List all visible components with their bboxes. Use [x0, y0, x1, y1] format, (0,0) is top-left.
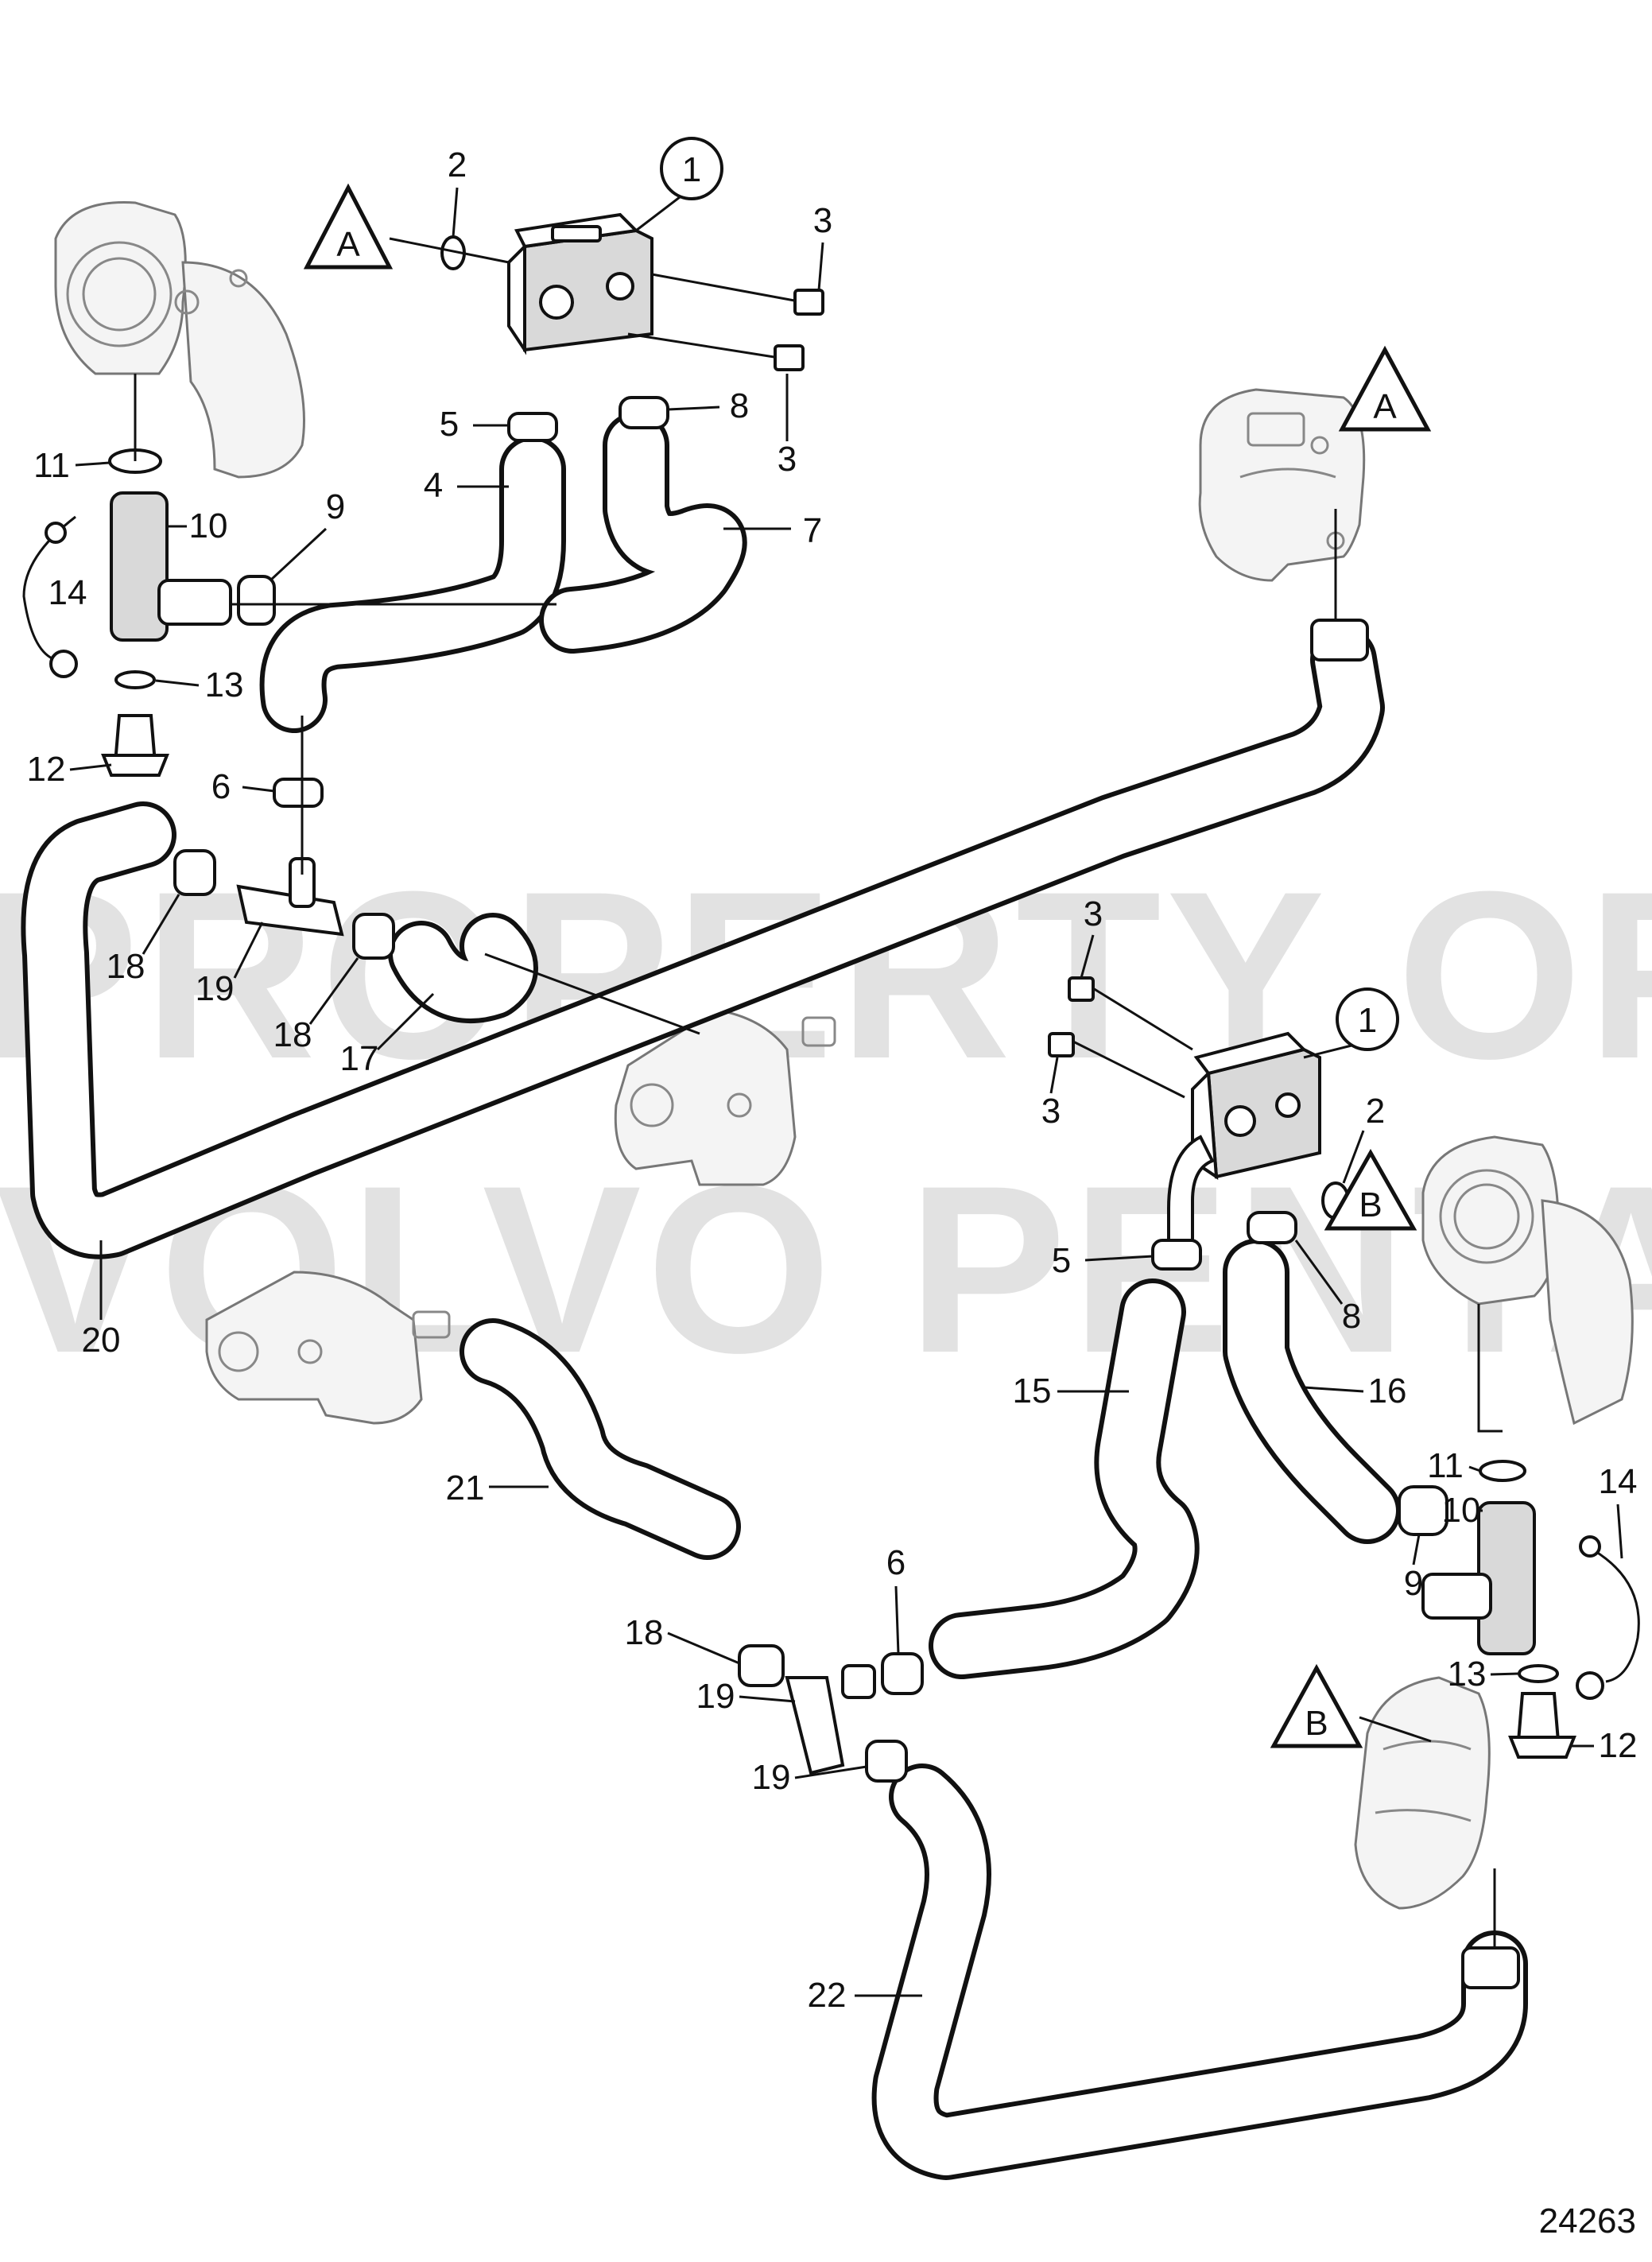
callout-3-top-a: 3 [813, 201, 832, 240]
callout-18-lower: 18 [625, 1613, 664, 1652]
ghost-exhaust-elbow-right [1421, 1135, 1634, 1426]
callout-11-right: 11 [1427, 1446, 1464, 1485]
ghost-exhaust-manifold-lower-right [1354, 1676, 1491, 1910]
callout-10-left: 10 [189, 506, 228, 545]
callout-label: 1 [1358, 1001, 1377, 1040]
callout-10-right: 10 [1442, 1491, 1481, 1530]
callout-8-top: 8 [730, 386, 749, 425]
callout-13-left: 13 [205, 665, 244, 704]
callout-3-top-b: 3 [778, 440, 797, 479]
callout-3-center-b: 3 [1041, 1092, 1061, 1131]
callout-21: 21 [446, 1469, 485, 1507]
reference-b-label: B [1305, 1704, 1328, 1743]
ghost-exhaust-manifold-top-right [1198, 388, 1366, 582]
ghost-thermostat-housing-center [614, 1008, 836, 1186]
callout-20: 20 [82, 1321, 121, 1360]
callout-19-lower-b: 19 [752, 1758, 791, 1797]
callout-22: 22 [808, 1976, 847, 2015]
callout-18-center: 18 [273, 1015, 312, 1054]
callout-13-right: 13 [1448, 1655, 1487, 1694]
ghost-exhaust-elbow-top-left [54, 201, 305, 479]
callout-18-left: 18 [107, 947, 145, 986]
reference-a-label: A [1373, 387, 1397, 426]
callout-11-left: 11 [33, 446, 70, 485]
reference-marker-a-right: A [1338, 345, 1432, 432]
callout-12-right: 12 [1599, 1726, 1638, 1765]
callout-19-left: 19 [196, 969, 235, 1008]
callout-16: 16 [1368, 1372, 1407, 1410]
callout-5-center: 5 [1052, 1241, 1071, 1280]
clamps-and-fittings [173, 396, 1520, 1989]
reference-a-label: A [336, 225, 360, 264]
callout-1-center: 1 [1303, 987, 1399, 1059]
reference-b-label: B [1359, 1185, 1382, 1224]
ghost-thermostat-housing-lower-left [205, 1271, 451, 1425]
callout-12-left: 12 [27, 750, 66, 789]
callout-8-center: 8 [1342, 1297, 1361, 1336]
callout-labels: 2 2 3 3 3 3 4 5 5 6 6 7 8 8 9 9 10 10 [27, 145, 1638, 2015]
callout-label: 1 [682, 150, 701, 189]
valve-block-top [507, 212, 653, 355]
tee-assembly-right [1421, 1460, 1640, 1759]
callout-2-top: 2 [448, 145, 467, 184]
reference-marker-b-center: B [1324, 1148, 1417, 1231]
callout-19-lower-a: 19 [696, 1677, 735, 1716]
connection-lines [134, 374, 1503, 1948]
valve-block-center [1167, 1031, 1321, 1258]
reference-marker-b-lower: B [1270, 1663, 1432, 1748]
callout-3-center-a: 3 [1084, 894, 1103, 933]
callout-6-left: 6 [211, 767, 231, 806]
callout-7: 7 [803, 511, 822, 550]
callout-5-top: 5 [440, 405, 459, 444]
callout-4: 4 [424, 466, 443, 505]
callout-9-right: 9 [1404, 1564, 1423, 1603]
callout-9-top: 9 [326, 487, 345, 526]
hoses [21, 412, 1528, 2180]
callout-14-left: 14 [48, 573, 87, 612]
callout-6-lower: 6 [886, 1543, 905, 1582]
reference-marker-a-top-left: A [303, 183, 510, 270]
callout-2-right: 2 [1366, 1092, 1385, 1131]
tee-assembly-left [22, 448, 232, 777]
callout-15: 15 [1013, 1372, 1052, 1410]
bolts [627, 273, 1193, 1099]
callout-14-right: 14 [1599, 1462, 1638, 1501]
callout-17: 17 [340, 1039, 379, 1078]
callout-1-top: 1 [635, 137, 723, 232]
diagram-id: 24263 [1539, 2202, 1636, 2241]
